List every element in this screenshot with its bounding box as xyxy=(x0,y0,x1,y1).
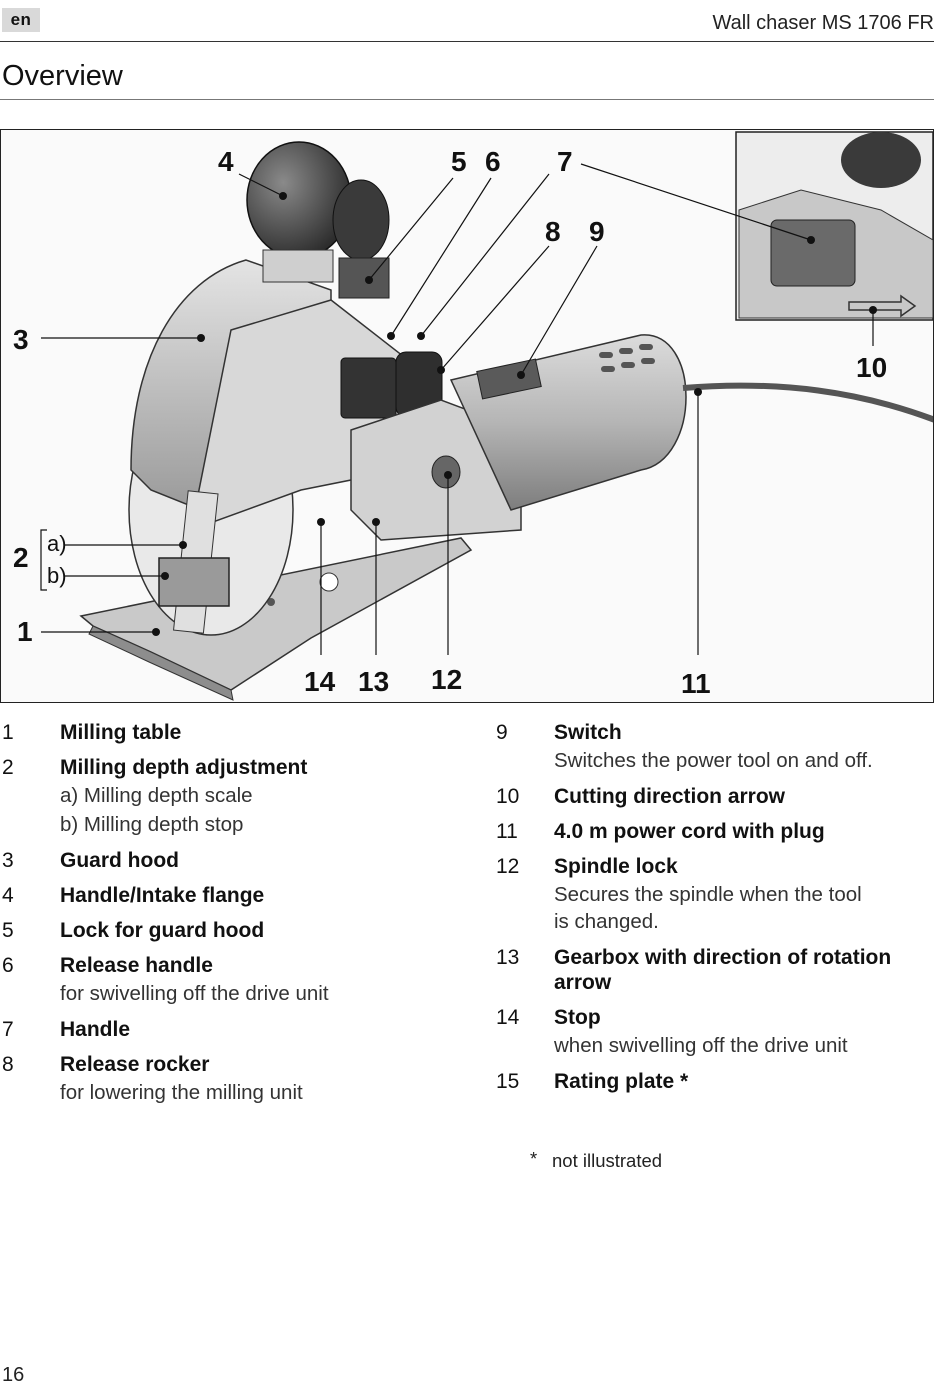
header-rule xyxy=(0,41,934,42)
item-desc: when swivelling off the drive unit xyxy=(554,1034,848,1058)
legend-item: 4 Handle/Intake flange xyxy=(2,883,442,908)
callout-1: 1 xyxy=(17,616,33,647)
item-number: 12 xyxy=(496,855,520,879)
item-title: Release rocker xyxy=(60,1053,210,1077)
page-number: 16 xyxy=(2,1364,25,1386)
legend-item: 5 Lock for guard hood xyxy=(2,918,442,943)
item-number: 3 xyxy=(2,848,14,872)
item-title: 4.0 m power cord with plug xyxy=(554,819,825,843)
item-title: Gearbox with direction of rotation arrow xyxy=(554,945,892,994)
legend-item: 15 Rating plate * xyxy=(496,1069,916,1094)
legend-item: 12 Spindle lock Secures the spindle when… xyxy=(496,854,916,934)
cutting-direction-arrow-shape xyxy=(848,294,917,318)
item-desc: is changed. xyxy=(554,909,659,933)
item-number: 6 xyxy=(2,954,14,978)
callout-10: 10 xyxy=(856,352,888,383)
legend-item: 1 Milling table xyxy=(2,720,442,745)
item-number: 11 xyxy=(496,819,518,843)
item-number: 9 xyxy=(496,721,508,744)
callout-3: 3 xyxy=(13,324,29,355)
item-title: Cutting direction arrow xyxy=(554,784,785,808)
item-desc: for lowering the milling unit xyxy=(60,1081,303,1105)
item-title: Handle/Intake flange xyxy=(60,883,265,907)
item-number: 15 xyxy=(496,1069,520,1093)
item-number: 7 xyxy=(2,1017,14,1041)
legend-item: 2 Milling depth adjustment a) Milling de… xyxy=(2,755,442,837)
callout-9: 9 xyxy=(589,216,605,247)
section-title: Overview xyxy=(2,60,123,92)
legend-item: 11 4.0 m power cord with plug xyxy=(496,819,916,844)
item-title: Spindle lock xyxy=(554,855,678,879)
callout-14: 14 xyxy=(304,666,336,697)
item-title: Rating plate * xyxy=(554,1069,689,1093)
power-cord-shape xyxy=(682,382,933,423)
item-number: 13 xyxy=(496,945,520,969)
item-desc: Switches the power tool on and off. xyxy=(554,749,873,773)
item-title: Milling table xyxy=(60,721,182,744)
item-title: Release handle xyxy=(60,954,213,978)
callout-13: 13 xyxy=(358,666,390,697)
wall-chaser-illustration xyxy=(40,131,933,701)
item-sub: a) Milling depth scale xyxy=(60,784,253,808)
callout-2a: a) xyxy=(47,531,67,556)
item-number: 1 xyxy=(2,721,14,744)
item-title: Guard hood xyxy=(60,848,179,872)
footnote-marker: * xyxy=(530,1148,538,1169)
legend-right: 9 Switch Switches the power tool on and … xyxy=(496,720,916,1104)
item-number: 5 xyxy=(2,918,14,942)
callout-8: 8 xyxy=(545,216,561,247)
item-number: 10 xyxy=(496,784,520,808)
callout-4: 4 xyxy=(218,146,234,177)
callout-11: 11 xyxy=(681,668,711,699)
item-number: 2 xyxy=(2,756,14,780)
callout-2: 2 xyxy=(13,542,29,573)
document-title: Wall chaser MS 1706 FR xyxy=(712,12,934,34)
legend-item: 3 Guard hood xyxy=(2,848,442,873)
legend-item: 13 Gearbox with direction of rotation ar… xyxy=(496,945,916,995)
item-title: Switch xyxy=(554,721,622,744)
item-title: Lock for guard hood xyxy=(60,918,265,942)
legend-left: 1 Milling table 2 Milling depth adjustme… xyxy=(2,720,442,1116)
item-title: Stop xyxy=(554,1005,601,1029)
depth-stop-shape xyxy=(158,557,230,607)
item-number: 4 xyxy=(2,883,14,907)
item-title: Milling depth adjustment xyxy=(60,756,308,780)
footnote-text: not illustrated xyxy=(552,1150,663,1171)
callout-5: 5 xyxy=(451,146,467,177)
callout-6: 6 xyxy=(485,146,501,177)
legend-item: 10 Cutting direction arrow xyxy=(496,784,916,809)
legend-item: 6 Release handle for swivelling off the … xyxy=(2,953,442,1007)
callout-2b: b) xyxy=(47,563,67,588)
item-number: 14 xyxy=(496,1005,520,1029)
knob-shape xyxy=(246,141,352,259)
overview-figure: 3 4 5 6 7 8 9 10 11 12 13 14 2 1 a) b) xyxy=(0,129,934,703)
item-number: 8 xyxy=(2,1053,14,1077)
language-badge: en xyxy=(2,8,40,32)
section-rule xyxy=(0,99,934,100)
callout-7: 7 xyxy=(557,146,573,177)
legend-item: 8 Release rocker for lowering the millin… xyxy=(2,1052,442,1106)
legend-item: 7 Handle xyxy=(2,1017,442,1042)
item-sub: b) Milling depth stop xyxy=(60,812,244,836)
item-desc: for swivelling off the drive unit xyxy=(60,982,329,1006)
item-title: Handle xyxy=(60,1017,131,1041)
callout-12: 12 xyxy=(431,664,463,695)
item-desc: Secures the spindle when the tool xyxy=(554,883,862,907)
legend-item: 9 Switch Switches the power tool on and … xyxy=(496,720,916,774)
legend-item: 14 Stop when swivelling off the drive un… xyxy=(496,1005,916,1059)
